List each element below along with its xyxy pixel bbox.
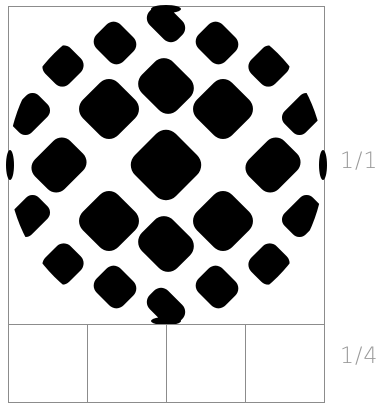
tile	[278, 191, 327, 240]
tile	[133, 53, 199, 119]
edge-sliver-right	[319, 150, 327, 180]
tile	[188, 186, 259, 257]
full-ratio-label: 1/1	[340, 151, 378, 173]
tile	[133, 211, 199, 277]
edge-sliver-bottom	[151, 317, 181, 325]
tile	[90, 18, 141, 69]
quarter-cell-2	[88, 325, 167, 403]
tile	[240, 132, 305, 197]
tile	[90, 262, 141, 313]
quarter-ratio-label: 1/4	[340, 346, 378, 368]
quarter-cell-3	[167, 325, 246, 403]
quarter-cell-4	[246, 325, 325, 403]
edge-sliver-top	[151, 5, 181, 13]
tile	[38, 239, 87, 288]
tile	[244, 41, 293, 90]
tile	[278, 89, 327, 138]
tile	[26, 132, 91, 197]
tile	[74, 186, 145, 257]
edge-sliver-left	[6, 150, 14, 180]
tile	[4, 89, 53, 138]
tile	[74, 74, 145, 145]
tile	[192, 18, 243, 69]
tile	[38, 41, 87, 90]
tile	[4, 191, 53, 240]
sphere-grid-graphic	[4, 0, 327, 330]
quarter-cell-1	[9, 325, 88, 403]
tile	[188, 74, 259, 145]
tile	[192, 262, 243, 313]
quarter-size-row	[9, 325, 325, 403]
tile	[244, 239, 293, 288]
tile	[125, 124, 207, 206]
